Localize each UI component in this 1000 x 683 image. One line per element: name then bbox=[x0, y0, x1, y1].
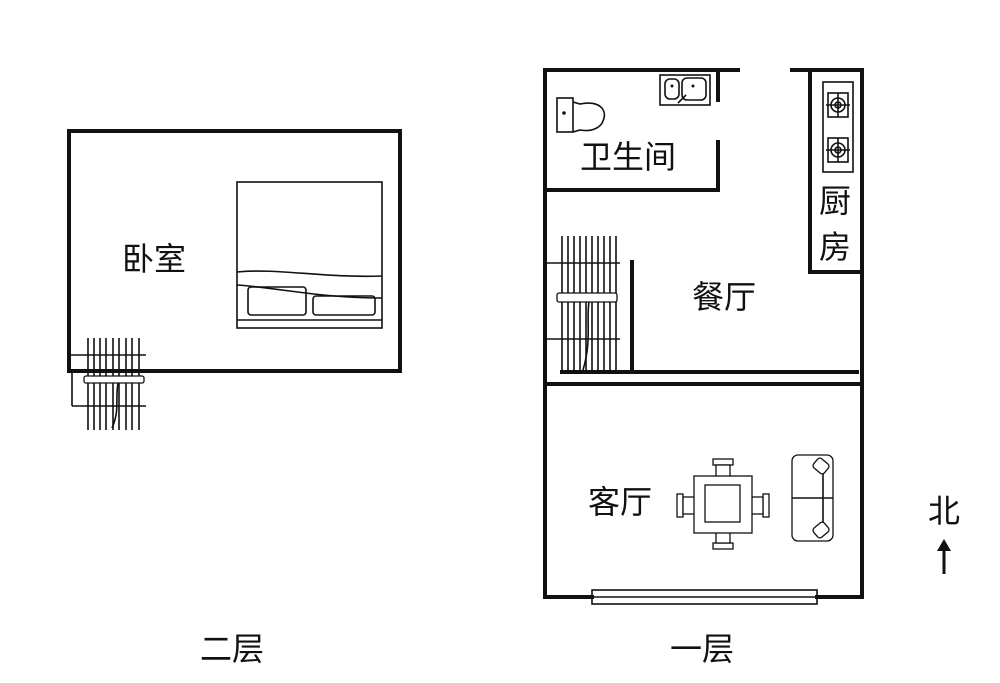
window bbox=[591, 589, 818, 605]
dining-label: 餐厅 bbox=[692, 278, 756, 316]
first-floor-walls bbox=[543, 68, 864, 599]
staircase-icon bbox=[545, 236, 620, 372]
kitchen-label-1: 厨 bbox=[819, 182, 851, 220]
first-floor-label: 一层 bbox=[670, 630, 734, 668]
kitchen-label-2: 房 bbox=[819, 228, 851, 266]
bedroom-label: 卧室 bbox=[122, 240, 186, 278]
second-floor-label: 二层 bbox=[200, 630, 264, 668]
bedroom-walls bbox=[67, 129, 402, 373]
bathroom-label: 卫生间 bbox=[580, 138, 676, 176]
sink-icon bbox=[659, 74, 711, 106]
north-arrow-icon bbox=[937, 539, 951, 574]
first-floor-plan: 卫生间 厨 房 餐厅 客厅 bbox=[543, 68, 864, 605]
compass: 北 bbox=[928, 492, 960, 574]
staircase-icon bbox=[70, 338, 146, 430]
living-room-label: 客厅 bbox=[588, 483, 652, 521]
dining-table-icon bbox=[676, 458, 770, 550]
toilet-icon bbox=[556, 97, 606, 133]
sofa-icon bbox=[791, 454, 834, 542]
north-label: 北 bbox=[928, 492, 960, 530]
second-floor-plan: 卧室 bbox=[67, 129, 402, 430]
bed-icon bbox=[236, 181, 383, 329]
stove-icon bbox=[822, 81, 854, 173]
